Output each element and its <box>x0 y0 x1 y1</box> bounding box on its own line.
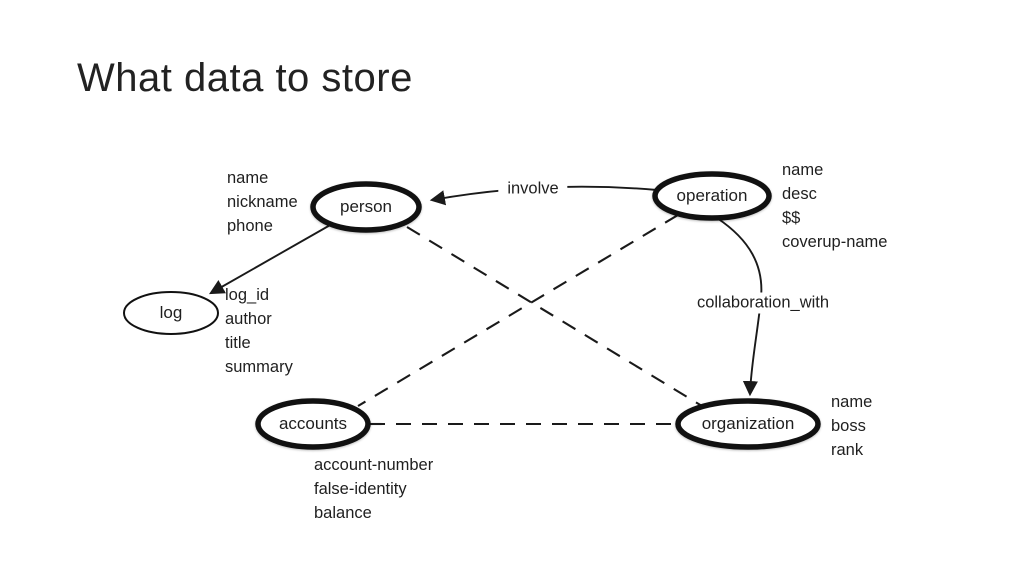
log-ellipse <box>123 291 219 335</box>
attribute-item: name <box>782 161 824 179</box>
attribute-item: title <box>225 334 251 352</box>
attribute-list-person: name nickname phone <box>227 166 298 238</box>
person-ellipse <box>310 181 422 233</box>
slide-title: What data to store <box>77 56 413 100</box>
attribute-item: balance <box>314 504 372 522</box>
attribute-item: rank <box>831 441 864 459</box>
attribute-item: coverup-name <box>782 233 888 251</box>
attribute-item: log_id <box>225 286 270 304</box>
attribute-list-operation: name desc $$ coverup-name <box>782 158 887 254</box>
entity-label-person: person <box>340 197 392 216</box>
organization-ellipse <box>675 398 821 450</box>
attribute-item: nickname <box>227 193 298 211</box>
relationship-label-involve: involve <box>498 178 568 200</box>
person-organization-dashed-line <box>406 226 703 407</box>
attribute-item: author <box>225 310 272 328</box>
attribute-item: phone <box>227 217 273 235</box>
attribute-list-accounts: account-number false-identity balance <box>314 453 433 525</box>
attribute-item: name <box>831 393 873 411</box>
attribute-item: name <box>227 169 269 187</box>
attribute-item: account-number <box>314 456 434 474</box>
entity-label-accounts: accounts <box>278 414 348 433</box>
entity-label-operation: operation <box>676 186 748 205</box>
attribute-item: desc <box>782 185 817 203</box>
operation-accounts-dashed-line <box>357 214 679 407</box>
relationship-label-collaboration-with: collaboration_with <box>687 292 839 314</box>
attribute-list-log: log_id author title summary <box>225 283 293 379</box>
entity-label-log: log <box>159 303 183 322</box>
attribute-item: summary <box>225 358 293 376</box>
person-log-arrow <box>209 223 333 295</box>
operation-ellipse <box>652 171 772 221</box>
accounts-ellipse <box>255 398 371 450</box>
entity-label-organization: organization <box>701 414 795 433</box>
attribute-item: false-identity <box>314 480 407 498</box>
attribute-list-organization: name boss rank <box>831 390 872 462</box>
attribute-item: $$ <box>782 209 801 227</box>
attribute-item: boss <box>831 417 866 435</box>
